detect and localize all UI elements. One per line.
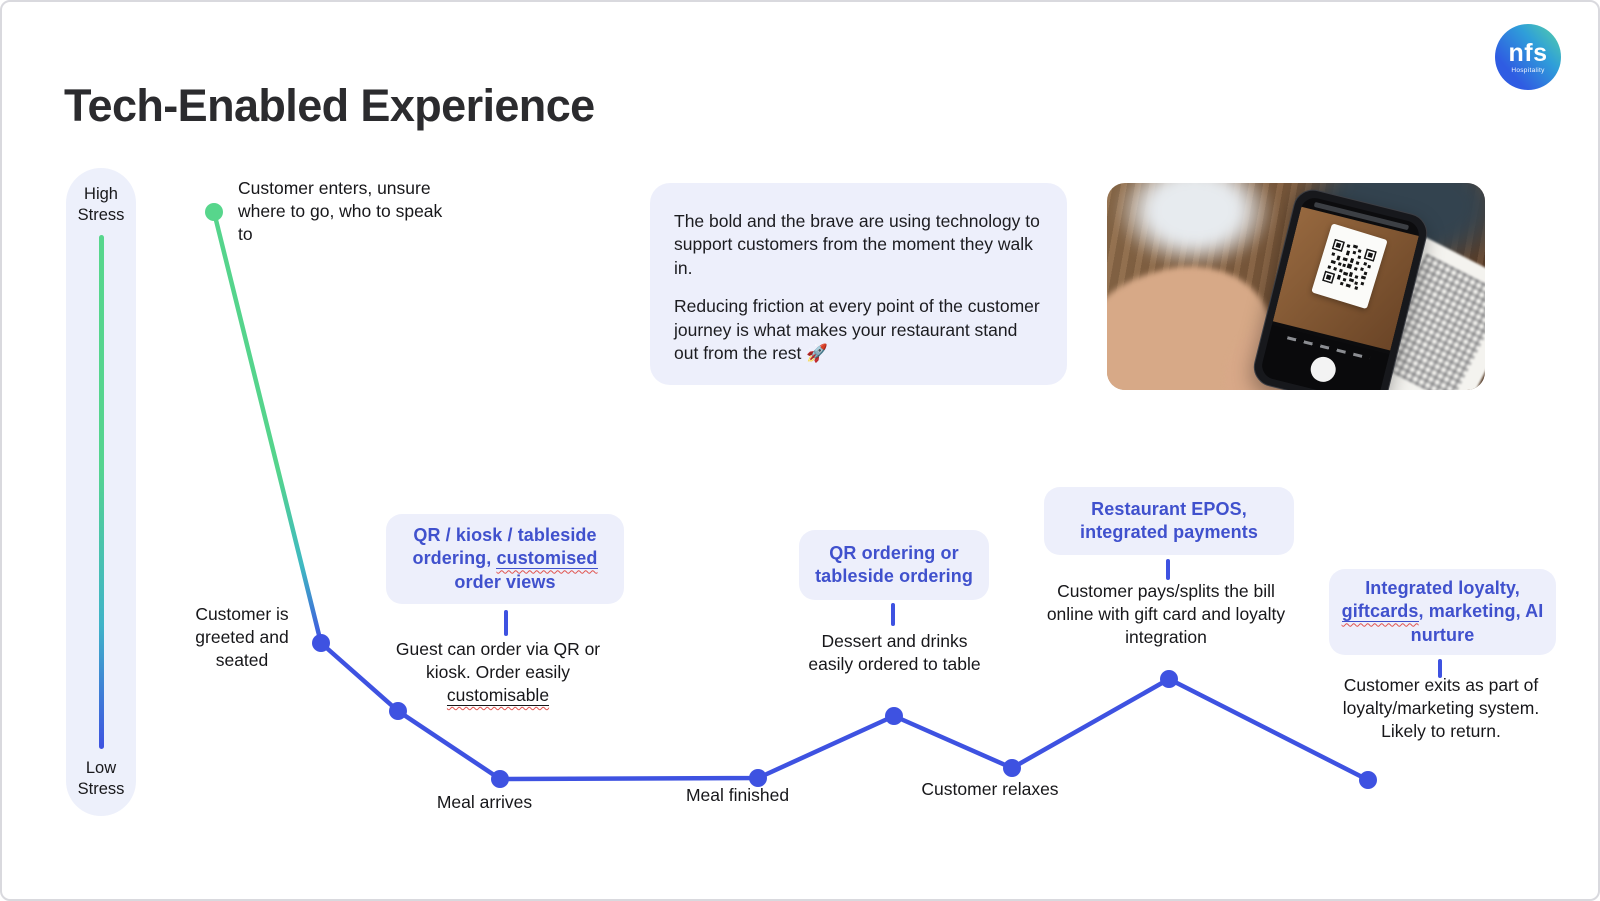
chip-loyalty-text: Integrated loyalty, giftcards, marketing… bbox=[1341, 577, 1544, 646]
stress-axis: High Stress Low Stress bbox=[66, 168, 136, 816]
text-segment: , marketing, AI nurture bbox=[1410, 601, 1544, 645]
stress-axis-low-label: Low Stress bbox=[77, 758, 125, 798]
chip-ordering-connector bbox=[504, 610, 508, 636]
chip-ordering-text: QR / kiosk / tableside ordering, customi… bbox=[398, 524, 612, 593]
label-guest-can-order: Guest can order via QR or kiosk. Order e… bbox=[392, 638, 604, 707]
journey-point-customer-exits bbox=[1359, 771, 1377, 789]
chip-epos-text: Restaurant EPOS, integrated payments bbox=[1080, 498, 1258, 542]
text-segment: QR / kiosk / tableside ordering, bbox=[412, 525, 597, 569]
chip-epos-connector bbox=[1166, 559, 1170, 580]
logo-name: nfs bbox=[1508, 38, 1548, 67]
journey-points bbox=[205, 203, 1377, 789]
stress-axis-gradient-bar bbox=[98, 235, 104, 749]
label-dessert-drinks: Dessert and drinks easily ordered to tab… bbox=[808, 631, 981, 675]
stress-axis-high-label: High Stress bbox=[77, 185, 125, 225]
journey-point-meal-finished bbox=[749, 769, 767, 787]
misspelled-word: customised bbox=[496, 548, 598, 570]
text-segment: Guest can order via QR or kiosk. Order e… bbox=[395, 639, 601, 683]
chip-qr-tableside-text: QR ordering or tableside ordering bbox=[815, 542, 973, 586]
misspelled-word: giftcards bbox=[1341, 601, 1419, 623]
smartphone bbox=[1249, 185, 1432, 390]
qr-scan-photo bbox=[1107, 183, 1485, 390]
nfs-hospitality-logo: nfs Hospitality bbox=[1495, 24, 1561, 90]
chip-qr-or-tableside-ordering: QR ordering or tableside ordering bbox=[799, 530, 989, 600]
label-customer-pays: Customer pays/splits the bill online wit… bbox=[1046, 581, 1286, 648]
page-title: Tech-Enabled Experience bbox=[64, 80, 595, 131]
note-paragraph-1: The bold and the brave are using technol… bbox=[674, 211, 1040, 278]
chip-qr-kiosk-tableside-ordering: QR / kiosk / tableside ordering, customi… bbox=[386, 514, 624, 604]
chip-loyalty-connector bbox=[1438, 659, 1442, 678]
label-customer-greeted: Customer is greeted and seated bbox=[195, 604, 289, 671]
journey-main-line bbox=[318, 640, 1371, 783]
label-customer-relaxes: Customer relaxes bbox=[921, 779, 1059, 799]
phone-screen bbox=[1259, 195, 1422, 390]
label-customer-exits: Customer exits as part of loyalty/market… bbox=[1342, 675, 1540, 742]
journey-point-greeted-and-seated bbox=[312, 634, 330, 652]
journey-point-customer-relaxes bbox=[1003, 759, 1021, 777]
label-meal-finished: Meal finished bbox=[685, 785, 790, 805]
journey-point-customer-enters bbox=[205, 203, 223, 221]
journey-point-ordering bbox=[389, 702, 407, 720]
shutter-button bbox=[1308, 354, 1339, 385]
chip-restaurant-epos: Restaurant EPOS, integrated payments bbox=[1044, 487, 1294, 555]
journey-point-dessert-ordered bbox=[885, 707, 903, 725]
label-customer-enters: Customer enters, unsure where to go, who… bbox=[238, 178, 443, 245]
chip-integrated-loyalty: Integrated loyalty, giftcards, marketing… bbox=[1329, 569, 1556, 655]
note-paragraph-2: Reducing friction at every point of the … bbox=[674, 296, 1040, 364]
journey-point-meal-arrives bbox=[491, 770, 509, 788]
qr-code-icon bbox=[1321, 238, 1377, 290]
misspelled-word: customisable bbox=[446, 685, 550, 707]
logo-tagline: Hospitality bbox=[1511, 66, 1545, 74]
qr-code-card bbox=[1310, 223, 1388, 309]
journey-first-segment bbox=[211, 209, 324, 646]
label-meal-arrives: Meal arrives bbox=[436, 792, 533, 812]
chip-qr-tableside-connector bbox=[891, 603, 895, 626]
text-segment: Integrated loyalty, bbox=[1365, 578, 1520, 599]
journey-point-customer-pays bbox=[1160, 670, 1178, 688]
note-box: The bold and the brave are using technol… bbox=[650, 183, 1067, 385]
text-segment: order views bbox=[454, 571, 556, 592]
